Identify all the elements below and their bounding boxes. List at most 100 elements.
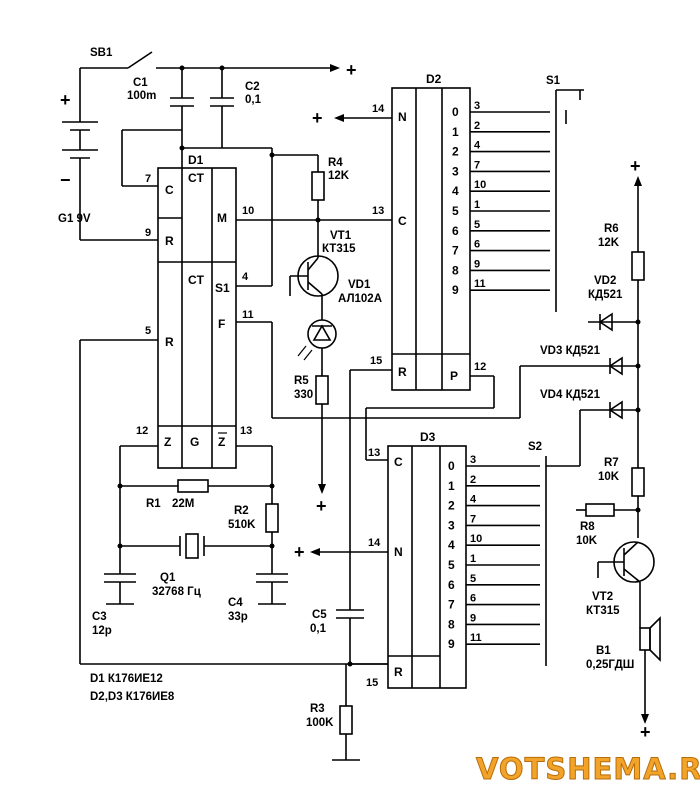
d1-ct2: CT bbox=[188, 273, 205, 287]
q1-value: 32768 Гц bbox=[152, 586, 201, 598]
resistor-r3: R3 100K bbox=[306, 703, 360, 761]
r8-label: R8 bbox=[580, 521, 595, 533]
r2-label: R2 bbox=[234, 505, 249, 517]
battery-plus: + bbox=[60, 90, 71, 110]
d1-pin-zbar: 13 bbox=[240, 425, 252, 437]
b1-label: B1 bbox=[596, 645, 611, 657]
resistor-r7: R7 10K bbox=[598, 457, 645, 510]
r1-value: 22M bbox=[172, 498, 194, 510]
d2-output-3: 3 bbox=[452, 164, 459, 178]
d2-name: D2 bbox=[426, 72, 442, 86]
vd4-label: VD4 КД521 bbox=[540, 389, 601, 401]
d1-z: Z bbox=[164, 435, 171, 449]
d2-output-4: 4 bbox=[452, 184, 459, 198]
d1-f: F bbox=[218, 317, 225, 331]
d3-pin-number: 4 bbox=[470, 494, 477, 506]
d2-pin-number: 5 bbox=[474, 219, 480, 231]
diode-vd3: VD3 КД521 bbox=[540, 345, 638, 376]
d2-pin-number: 9 bbox=[474, 258, 480, 270]
chip-d1: D1 C CT R M CT S1 F R Z G Z 7 9 5 10 4 1… bbox=[136, 153, 254, 469]
d2-output-6: 6 bbox=[452, 224, 459, 238]
r3-value: 100K bbox=[306, 717, 334, 729]
d3-output-7: 7 bbox=[448, 598, 455, 612]
d2-pin-number: 7 bbox=[474, 159, 480, 171]
d3-n-plus: + bbox=[294, 542, 305, 562]
d2-output-1: 1 bbox=[452, 125, 459, 139]
vd2-value: КД521 bbox=[588, 289, 623, 301]
d2-pin-number: 4 bbox=[474, 140, 481, 152]
capacitor-c4: C4 33p bbox=[228, 573, 288, 623]
resistor-r2: R2 510K bbox=[228, 503, 279, 574]
d3-n: N bbox=[394, 545, 403, 559]
r1-label: R1 bbox=[146, 498, 161, 510]
d3-pin-number: 3 bbox=[470, 454, 476, 466]
switch-sb1: SB1 + bbox=[79, 47, 357, 110]
d2-pin-r: 15 bbox=[370, 355, 382, 367]
d2-pin-number: 11 bbox=[474, 278, 486, 290]
d2-output-0: 0 bbox=[452, 105, 459, 119]
r8-value: 10K bbox=[576, 535, 598, 547]
r7-value: 10K bbox=[598, 471, 620, 483]
battery-g1: + − G1 9V bbox=[58, 90, 98, 225]
vt1-value: КТ315 bbox=[322, 243, 356, 255]
d3-output-0: 0 bbox=[448, 459, 455, 473]
d2-output-8: 8 bbox=[452, 263, 459, 277]
right-plus: + bbox=[630, 156, 641, 176]
c3-value: 12p bbox=[92, 625, 112, 637]
c1-value: 100m bbox=[127, 90, 156, 102]
d2-output-7: 7 bbox=[452, 244, 459, 258]
r6-value: 12K bbox=[598, 237, 620, 249]
r5-label: R5 bbox=[294, 375, 309, 387]
d3-output-6: 6 bbox=[448, 578, 455, 592]
q1-label: Q1 bbox=[160, 572, 176, 584]
capacitor-c3: C3 12p bbox=[92, 573, 136, 637]
speaker-b1: + B1 0,25ГДШ bbox=[586, 616, 661, 742]
switch-s2: S2 bbox=[528, 418, 581, 666]
d3-r: R bbox=[394, 665, 403, 679]
d3-pin-c: 13 bbox=[368, 447, 380, 459]
c2-label: C2 bbox=[245, 81, 260, 93]
resistor-r6: R6 12K bbox=[598, 223, 645, 468]
capacitor-c1: C1 100m bbox=[127, 68, 194, 148]
d1-pin-r5: 5 bbox=[145, 325, 151, 337]
d3-pin-r: 15 bbox=[366, 677, 378, 689]
d2-r: R bbox=[398, 365, 407, 379]
b1-plus: + bbox=[640, 722, 651, 742]
diode-vd2: VD2 КД521 bbox=[588, 275, 638, 332]
chip-d3: D3 C N R 13 14 15 bbox=[366, 430, 467, 689]
d2-pin-number: 10 bbox=[474, 179, 486, 191]
d3-c: C bbox=[394, 455, 403, 469]
vt2-label: VT2 bbox=[592, 591, 613, 603]
d1-pin-s1: 4 bbox=[242, 271, 249, 283]
d1-r2: R bbox=[165, 335, 174, 349]
switch-s1: S1 bbox=[546, 75, 584, 312]
watermark-logo: VOTSHEMA.RU bbox=[476, 752, 700, 786]
d2-pin-n: 14 bbox=[372, 103, 385, 115]
resistor-r1: R1 22M bbox=[120, 479, 272, 510]
d1-name: D1 bbox=[188, 153, 204, 167]
r5-value: 330 bbox=[294, 389, 313, 401]
b1-value: 0,25ГДШ bbox=[586, 659, 634, 671]
d3-output-1: 1 bbox=[448, 479, 455, 493]
c1-label: C1 bbox=[133, 77, 148, 89]
note-d2-d3: D2,D3 К176ИЕ8 bbox=[90, 691, 175, 703]
d1-r1: R bbox=[165, 234, 174, 248]
d3-output-9: 9 bbox=[448, 637, 455, 651]
vd3-label: VD3 КД521 bbox=[540, 345, 601, 357]
s1-label: S1 bbox=[546, 75, 561, 87]
d3-pin-number: 5 bbox=[470, 573, 476, 585]
d2-output-9: 9 bbox=[452, 283, 459, 297]
d1-pin-r9: 9 bbox=[145, 227, 151, 239]
capacitor-c5: C5 0,1 bbox=[310, 452, 364, 664]
battery-minus: − bbox=[60, 170, 71, 190]
d2-n-plus: + bbox=[312, 108, 323, 128]
r3-label: R3 bbox=[310, 703, 325, 715]
d3-pin-number: 6 bbox=[470, 593, 476, 605]
d1-pin-c: 7 bbox=[145, 173, 151, 185]
s2-label: S2 bbox=[528, 441, 542, 453]
transistor-vt1: VT1 КТ315 bbox=[289, 220, 356, 310]
resistor-r5: + R5 330 bbox=[294, 375, 329, 516]
d3-name: D3 bbox=[420, 430, 436, 444]
resistor-r8: R8 10K bbox=[576, 503, 615, 547]
